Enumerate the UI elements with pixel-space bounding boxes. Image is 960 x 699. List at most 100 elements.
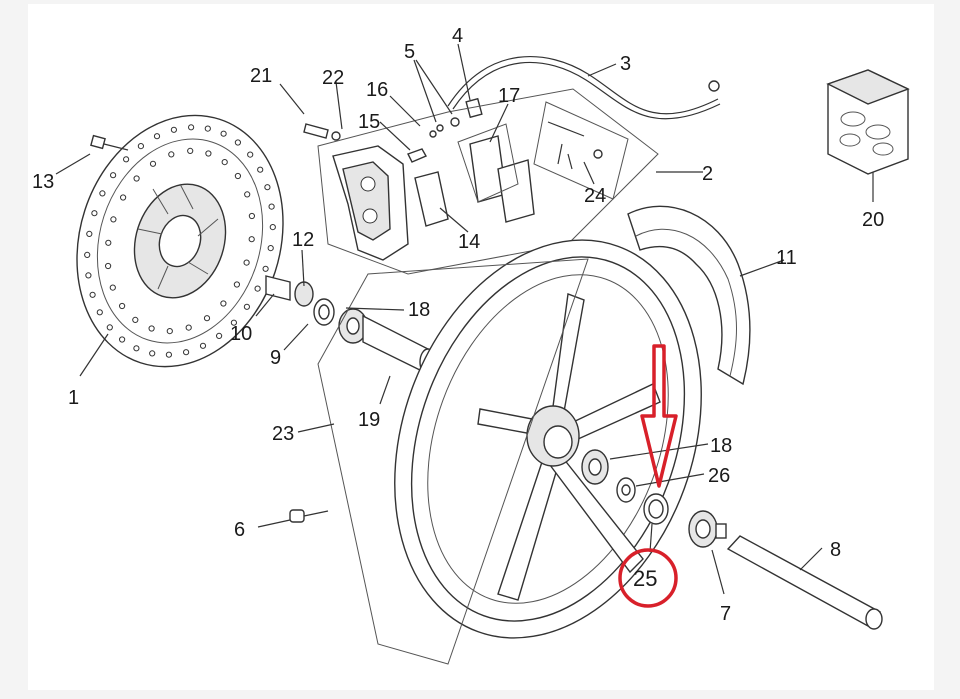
callout-10: 10 xyxy=(230,323,252,345)
exploded-wheel-diagram: 1 2 3 4 5 6 7 8 9 10 11 12 13 14 15 16 1… xyxy=(32,25,910,665)
wheel-assembly-outline xyxy=(317,258,589,665)
disc-hole xyxy=(120,194,127,201)
disc-hole xyxy=(205,150,212,157)
brake-pads xyxy=(414,123,535,227)
callout-15: 15 xyxy=(358,111,380,133)
disc-hole xyxy=(233,281,240,288)
disc-hole xyxy=(132,316,139,323)
disc-hole xyxy=(110,172,117,179)
disc-hole xyxy=(262,265,269,272)
callout-23: 23 xyxy=(272,423,294,445)
disc-hole xyxy=(109,284,116,291)
disc-hole xyxy=(166,328,173,335)
callout-1: 1 xyxy=(68,387,79,409)
disc-hole xyxy=(243,303,250,310)
callout-24: 24 xyxy=(584,185,606,207)
disc-hole xyxy=(84,251,91,258)
disc-hole xyxy=(220,300,227,307)
callout-13: 13 xyxy=(32,171,54,193)
front-axle xyxy=(726,535,883,630)
disc-hole xyxy=(183,349,190,356)
disc-hole xyxy=(85,272,92,279)
disc-hole xyxy=(96,309,103,316)
disc-hole xyxy=(168,151,175,158)
disc-hole xyxy=(267,245,274,252)
bearing-kit-box xyxy=(826,69,910,175)
callout-12: 12 xyxy=(292,229,314,251)
disc-hole xyxy=(234,139,241,146)
disc-hole xyxy=(149,160,157,167)
disc-hole xyxy=(188,124,195,131)
callout-6: 6 xyxy=(234,519,245,541)
disc-hole xyxy=(230,319,237,326)
callout-4: 4 xyxy=(452,25,463,47)
disc-hole xyxy=(187,147,194,154)
disc-hole xyxy=(165,351,172,358)
disc-hole xyxy=(203,315,211,322)
callout-25: 25 xyxy=(633,566,657,591)
disc-hole xyxy=(110,216,117,223)
leader-lines xyxy=(55,43,874,595)
disc-hole xyxy=(268,203,275,210)
disc-hole xyxy=(264,184,271,191)
callout-14: 14 xyxy=(458,231,480,253)
axle-spacers xyxy=(265,275,437,376)
down-arrow-icon xyxy=(640,344,678,488)
disc-hole xyxy=(234,172,241,180)
brake-hose-edge xyxy=(452,61,721,120)
disc-hole xyxy=(216,332,223,339)
disc-hole xyxy=(137,143,145,150)
disc-hole xyxy=(105,239,112,246)
disc-hole xyxy=(204,125,211,132)
wheel-bearing-right xyxy=(581,449,609,485)
disc-hole xyxy=(86,230,93,237)
disc-hole xyxy=(119,336,126,343)
disc-hole xyxy=(133,175,140,182)
pad-pin-kit xyxy=(533,101,629,200)
callout-16: 16 xyxy=(366,79,388,101)
highlight-annotation xyxy=(618,344,678,608)
callout-26: 26 xyxy=(708,465,730,487)
seal-25 xyxy=(643,493,669,525)
disc-hole xyxy=(105,262,112,270)
callout-19: 19 xyxy=(358,409,380,431)
disc-hole xyxy=(244,191,251,198)
callout-5: 5 xyxy=(404,41,415,63)
callout-labels: 1 2 3 4 5 6 7 8 9 10 11 12 13 14 15 16 1… xyxy=(32,25,884,625)
callout-21: 21 xyxy=(250,65,272,87)
disc-hole xyxy=(247,151,254,158)
disc-hole xyxy=(220,130,227,137)
bolt-6 xyxy=(289,509,329,523)
diagram-sheet: 1 2 3 4 5 6 7 8 9 10 11 12 13 14 15 16 1… xyxy=(28,4,934,690)
brake-disc xyxy=(76,114,284,368)
wheel-rim xyxy=(394,239,702,639)
disc-hole xyxy=(123,156,130,163)
highlight-circle xyxy=(618,548,678,608)
callout-2: 2 xyxy=(702,163,713,185)
disc-hole xyxy=(248,236,255,243)
brake-hose xyxy=(447,55,719,115)
callout-11: 11 xyxy=(776,247,797,269)
callout-3: 3 xyxy=(620,53,631,75)
disc-hole xyxy=(170,126,177,133)
disc-hole xyxy=(269,224,276,231)
disc-hole xyxy=(91,210,98,217)
disc-hole xyxy=(119,302,126,310)
callout-18-right: 18 xyxy=(710,435,732,457)
disc-hole xyxy=(248,212,255,220)
disc-hole xyxy=(221,159,228,166)
front-mudguard xyxy=(627,205,751,386)
callout-8: 8 xyxy=(830,539,841,561)
disc-hole xyxy=(199,342,207,349)
disc-hole xyxy=(148,325,155,332)
disc-hole xyxy=(89,291,96,298)
disc-hole xyxy=(257,166,264,173)
disc-hole xyxy=(185,324,192,331)
callout-7: 7 xyxy=(720,603,731,625)
callout-20: 20 xyxy=(862,209,884,231)
disc-hole xyxy=(153,133,161,140)
callout-18-left: 18 xyxy=(408,299,430,321)
disc-hole xyxy=(149,350,156,357)
disc-hole xyxy=(254,285,261,292)
callout-22: 22 xyxy=(322,67,344,89)
